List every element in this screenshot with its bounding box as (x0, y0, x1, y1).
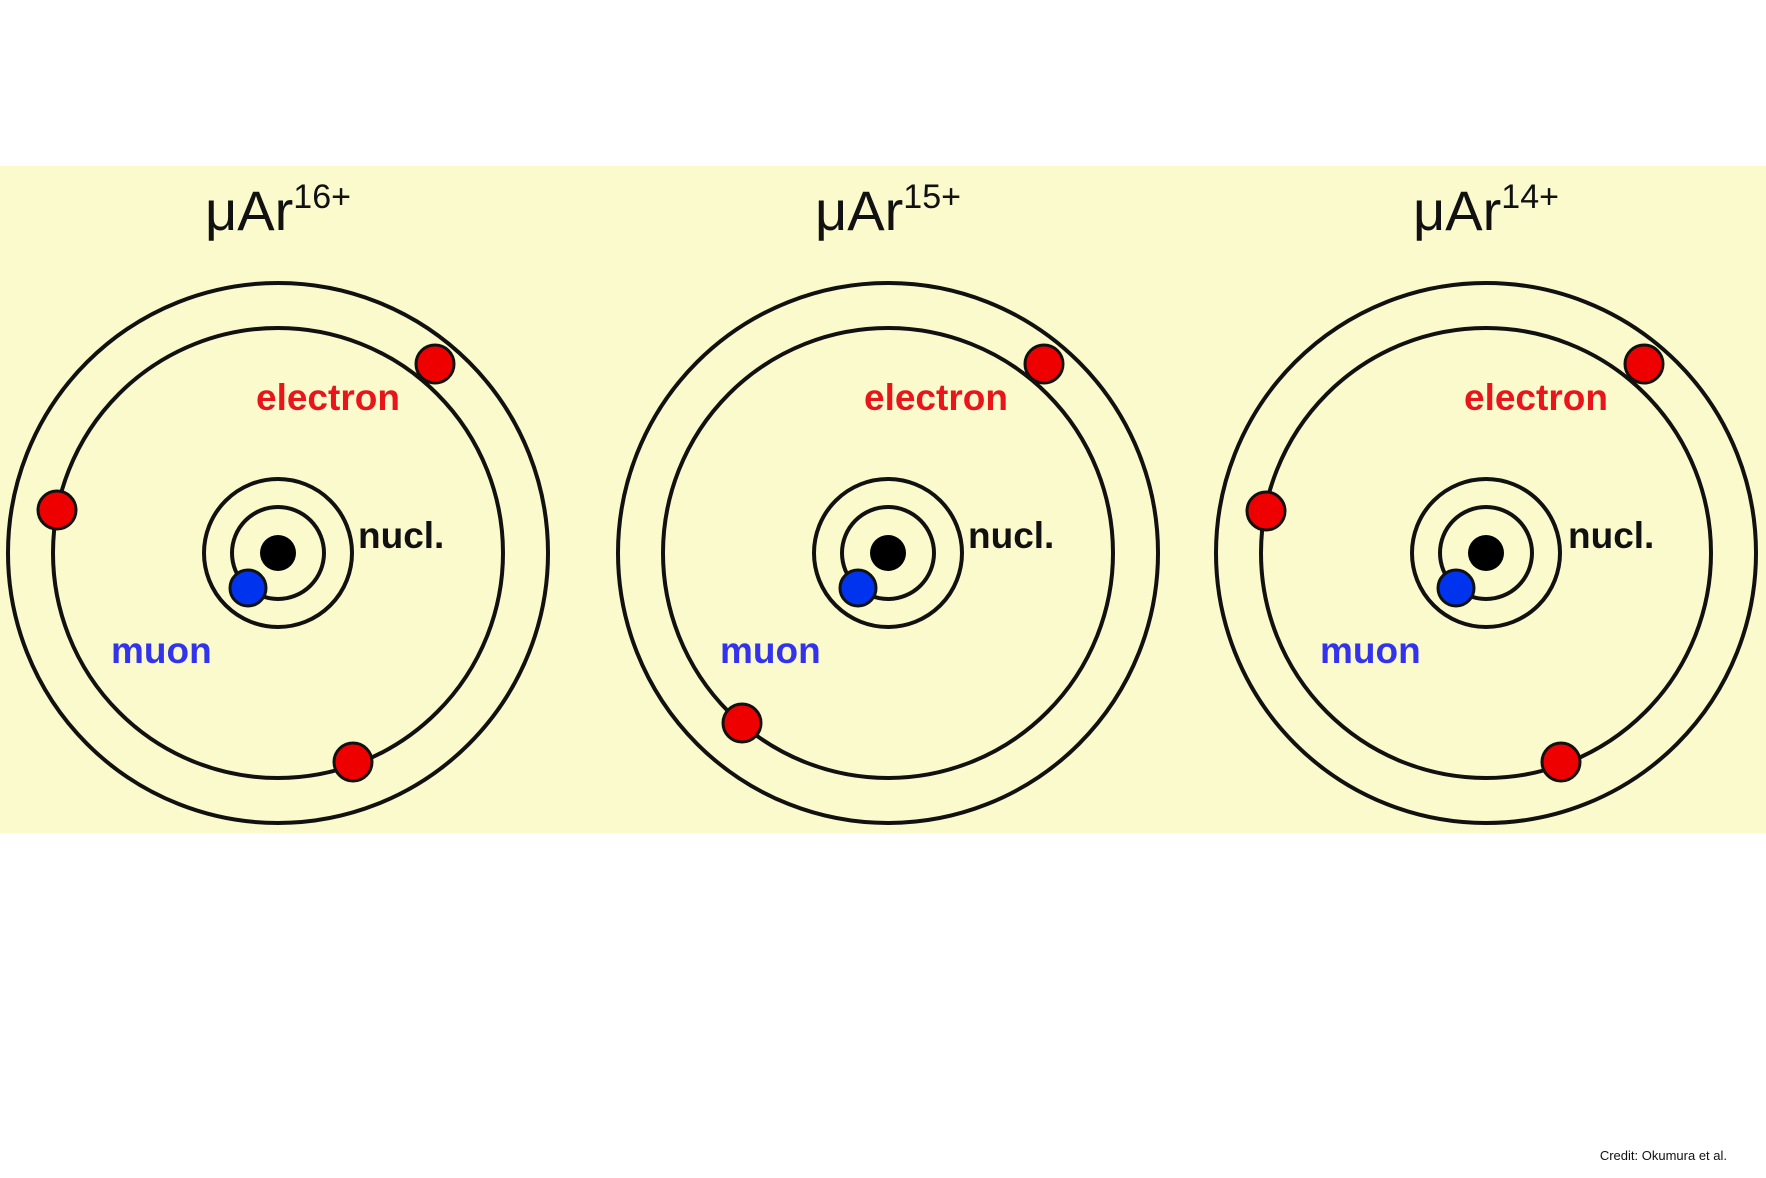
muon-particle (838, 568, 878, 608)
nucleus (870, 535, 906, 571)
atom-title-base: μAr (815, 179, 903, 242)
nucleus-label: nucl. (1568, 515, 1654, 556)
atom-muar-14: μAr14+ electron nucl. muon (1214, 178, 1758, 825)
atom-title-charge: 14+ (1501, 178, 1559, 216)
electron-particle (332, 741, 374, 783)
atom-title: μAr16+ (205, 178, 351, 242)
electron-particle (721, 702, 763, 744)
electron-orbit-inner (1259, 326, 1713, 780)
electron-particle (36, 489, 78, 531)
muon-orbit-outer (812, 477, 964, 629)
electron-particle (1023, 343, 1065, 385)
muon-label: muon (720, 630, 821, 671)
muon-orbit-outer (202, 477, 354, 629)
electron-orbit-inner (661, 326, 1115, 780)
atom-muar-15: μAr15+ electron nucl. muon (616, 178, 1160, 825)
atom-title: μAr14+ (1413, 178, 1559, 242)
electron-orbit-outer (1214, 281, 1758, 825)
diagram-panel-background (0, 166, 1766, 833)
muon-label: muon (111, 630, 212, 671)
credit-label: Credit: Okumura et al. (1600, 1148, 1727, 1163)
muon-particle (1436, 568, 1476, 608)
electron-particle (414, 343, 456, 385)
nucleus (260, 535, 296, 571)
muon-orbit-inner (840, 505, 936, 601)
muon-orbit-inner (1438, 505, 1534, 601)
nucleus (1468, 535, 1504, 571)
muon-label: muon (1320, 630, 1421, 671)
electron-label: electron (1464, 377, 1608, 418)
atom-title-base: μAr (1413, 179, 1501, 242)
atom-title-charge: 16+ (293, 178, 351, 216)
nucleus-label: nucl. (358, 515, 444, 556)
nucleus-label: nucl. (968, 515, 1054, 556)
electron-orbit-inner (51, 326, 505, 780)
electron-particle (1245, 490, 1287, 532)
electron-label: electron (864, 377, 1008, 418)
atom-title: μAr15+ (815, 178, 961, 242)
atom-muar-16: μAr16+ electron nucl. muon (6, 178, 550, 825)
muon-orbit-inner (230, 505, 326, 601)
electron-particle (1623, 343, 1665, 385)
muon-particle (228, 568, 268, 608)
atom-title-charge: 15+ (903, 178, 961, 216)
muon-orbit-outer (1410, 477, 1562, 629)
electron-particle (1540, 741, 1582, 783)
electron-label: electron (256, 377, 400, 418)
electron-orbit-outer (6, 281, 550, 825)
electron-orbit-outer (616, 281, 1160, 825)
atom-title-base: μAr (205, 179, 293, 242)
